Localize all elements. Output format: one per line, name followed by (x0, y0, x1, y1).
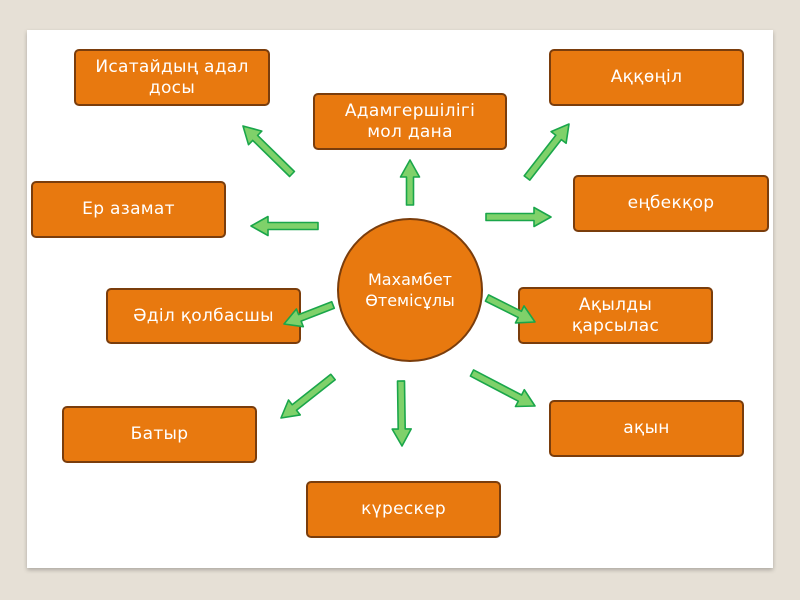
node-label: күрескер (361, 499, 446, 519)
node-label: еңбекқор (627, 193, 715, 213)
node-label: Батыр (130, 424, 189, 444)
node-fighter: күрескер (306, 481, 501, 538)
node-humane-sage: Адамгершілігі мол дана (313, 93, 507, 150)
center-label: Махамбет Өтемісұлы (365, 270, 455, 310)
node-poet: ақын (549, 400, 744, 457)
node-label: Ер азамат (82, 199, 175, 219)
node-brave-man: Ер азамат (31, 181, 226, 238)
node-label: Әділ қолбасшы (133, 305, 274, 326)
node-label: Аққөңіл (610, 67, 683, 87)
node-smart-opponent: Ақылды қарсылас (518, 287, 713, 344)
node-hero: Батыр (62, 406, 257, 463)
node-hardworking: еңбекқор (573, 175, 769, 232)
node-label: Адамгершілігі мол дана (344, 100, 476, 142)
node-label: ақын (623, 418, 670, 438)
node-isatay: Исатайдың адал досы (74, 49, 270, 106)
node-label: Ақылды қарсылас (571, 294, 660, 336)
center-node: Махамбет Өтемісұлы (337, 218, 483, 362)
node-kindhearted: Аққөңіл (549, 49, 744, 106)
node-just-commander: Әділ қолбасшы (106, 288, 301, 344)
node-label: Исатайдың адал досы (95, 56, 249, 98)
